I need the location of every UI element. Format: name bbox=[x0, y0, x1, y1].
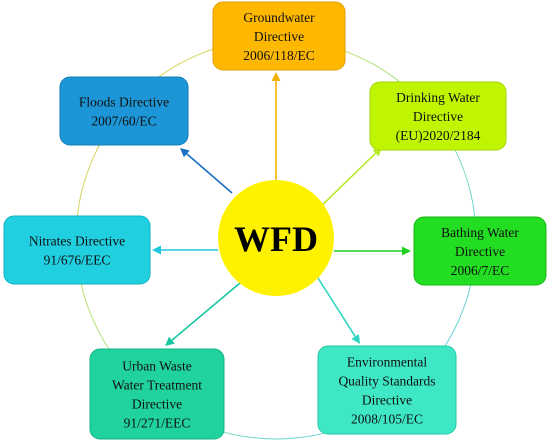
drinking-water-label-line: Directive bbox=[413, 109, 463, 124]
environmental-quality-label-line: 2008/105/EC bbox=[351, 412, 423, 427]
center-node: WFD bbox=[218, 180, 334, 296]
urban-waste-water-box bbox=[89, 348, 225, 440]
groundwater-arrow bbox=[271, 72, 281, 180]
floods-label-line: Floods Directive bbox=[79, 95, 169, 110]
nitrates-box bbox=[3, 215, 151, 285]
groundwater-label-line: Directive bbox=[254, 29, 304, 44]
urban-waste-water-label-line: Urban Waste bbox=[122, 359, 192, 374]
bathing-water-label-line: Directive bbox=[455, 244, 505, 259]
floods-arrow bbox=[180, 148, 233, 194]
floods-node: Floods Directive 2007/60/EC bbox=[59, 76, 189, 146]
groundwater-box bbox=[212, 1, 346, 71]
bathing-water-arrow bbox=[334, 246, 411, 256]
drinking-water-box bbox=[369, 81, 507, 151]
floods-box bbox=[59, 76, 189, 146]
environmental-quality-label-line: Environmental bbox=[347, 355, 427, 370]
urban-waste-water-label-line: Directive bbox=[132, 397, 182, 412]
center-label: WFD bbox=[234, 219, 318, 259]
environmental-quality-label-line: Quality Standards bbox=[338, 374, 435, 389]
urban-waste-water-label-line: Water Treatment bbox=[112, 378, 202, 393]
urban-waste-water-label-line: 91/271/EEC bbox=[124, 416, 191, 431]
bathing-water-box bbox=[413, 216, 547, 286]
nitrates-label-line: 91/676/EEC bbox=[44, 253, 111, 268]
drinking-water-label-line: Drinking Water bbox=[396, 90, 480, 105]
nitrates-label-line: Nitrates Directive bbox=[29, 234, 125, 249]
urban-waste-water-arrow bbox=[165, 282, 241, 346]
nitrates-node: Nitrates Directive 91/676/EEC bbox=[3, 215, 151, 285]
floods-label-line: 2007/60/EC bbox=[91, 114, 156, 129]
environmental-quality-label-line: Directive bbox=[362, 393, 412, 408]
bathing-water-label-line: Bathing Water bbox=[441, 225, 519, 240]
environmental-quality-box bbox=[317, 345, 457, 435]
groundwater-label-line: Groundwater bbox=[243, 10, 315, 25]
center-circle bbox=[218, 180, 334, 296]
bathing-water-label-line: 2006/7/EC bbox=[451, 263, 510, 278]
groundwater-label-line: 2006/118/EC bbox=[243, 48, 315, 63]
environmental-quality-arrow bbox=[317, 277, 360, 344]
nitrates-arrow bbox=[152, 245, 218, 255]
drinking-water-arrow bbox=[314, 147, 382, 213]
drinking-water-label-line: (EU)2020/2184 bbox=[396, 128, 481, 143]
